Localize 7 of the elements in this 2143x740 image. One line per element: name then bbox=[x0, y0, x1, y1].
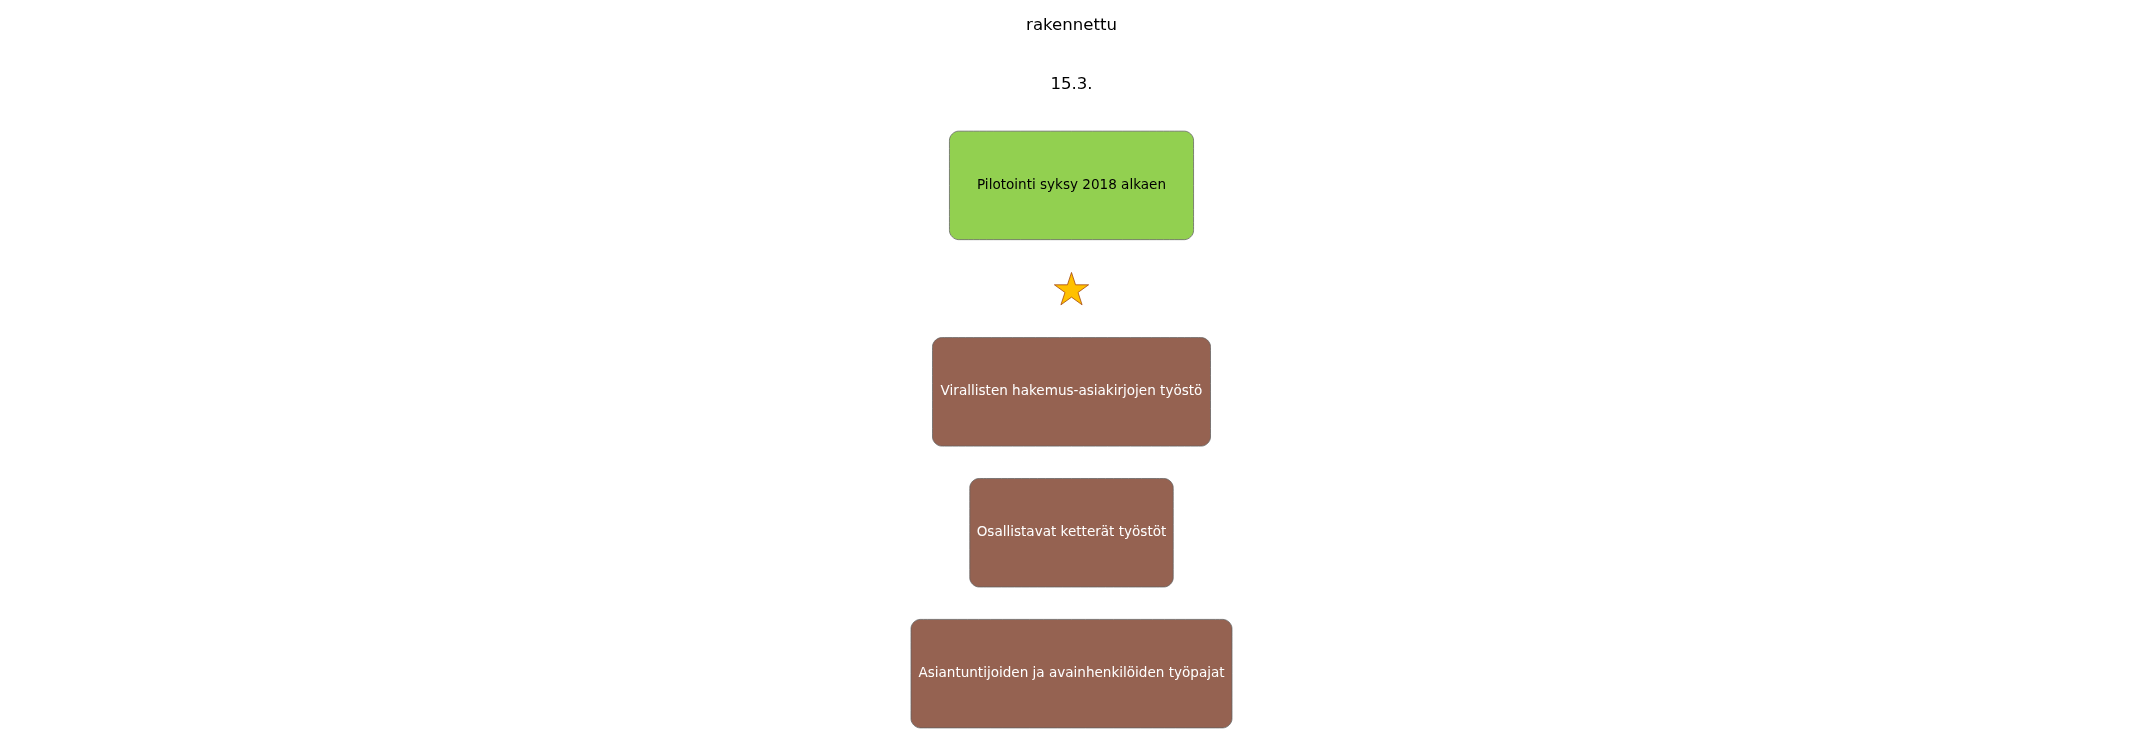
label: 15.3. bbox=[1050, 74, 1093, 94]
node-box: Osallistavat ketterät työstöt bbox=[969, 478, 1174, 588]
node-star bbox=[1054, 272, 1089, 306]
label: rakennettu bbox=[1026, 14, 1117, 34]
node-box: Virallisten hakemus-asiakirjojen työstö bbox=[932, 337, 1211, 447]
node-box: Pilotointi syksy 2018 alkaen bbox=[949, 130, 1194, 241]
node-box: Asiantuntijoiden ja avainhenkilöiden työpajat bbox=[910, 619, 1233, 729]
